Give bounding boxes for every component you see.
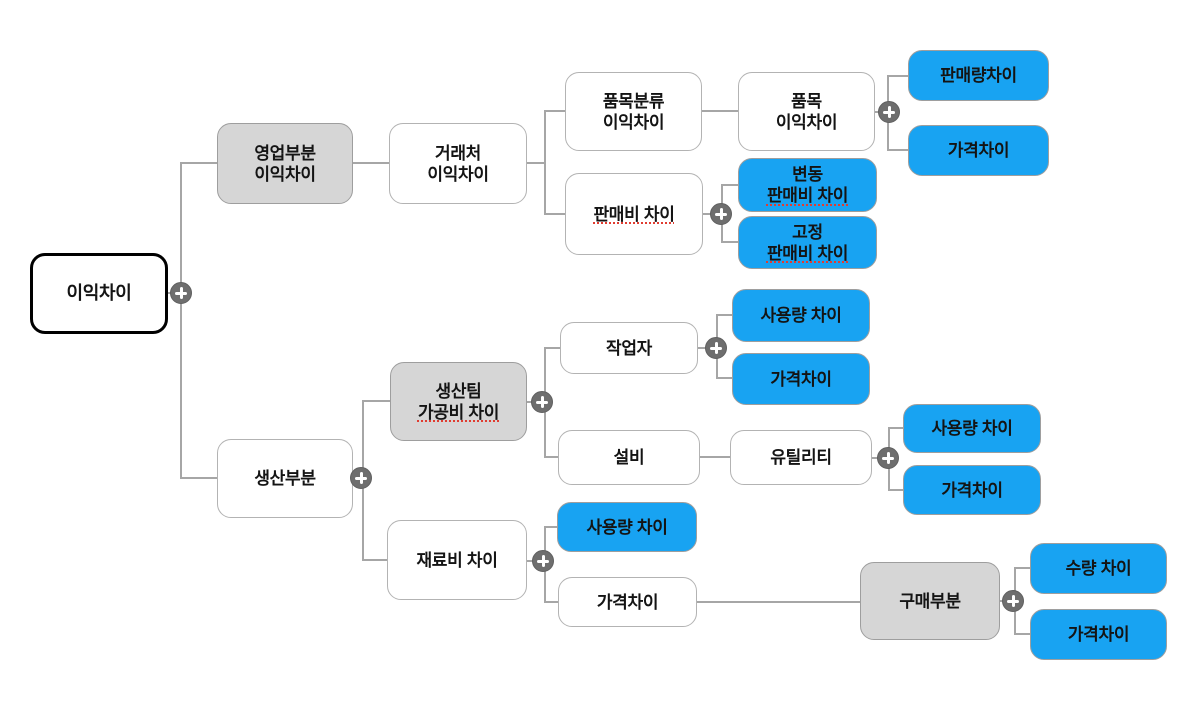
plus-toggle-utility[interactable] bbox=[877, 447, 899, 469]
node-label: 구매부분 bbox=[899, 591, 961, 611]
node-label: 가격차이 bbox=[770, 369, 832, 389]
node-price-variance-item[interactable]: 가격차이 bbox=[908, 125, 1049, 176]
node-item-profit-variance[interactable]: 품목 이익차이 bbox=[738, 72, 875, 151]
node-production-division[interactable]: 생산부분 bbox=[217, 439, 353, 518]
node-item-category-profit-variance[interactable]: 품목분류 이익차이 bbox=[565, 72, 702, 151]
plus-icon bbox=[706, 338, 726, 358]
node-sales-volume-variance[interactable]: 판매량차이 bbox=[908, 50, 1049, 101]
node-production-team-processing-cost-variance[interactable]: 생산팀 가공비 차이 bbox=[390, 362, 527, 441]
plus-icon bbox=[1003, 591, 1023, 611]
node-label: 사용량 차이 bbox=[931, 419, 1013, 438]
node-label: 판매비 차이 bbox=[593, 204, 675, 224]
node-label: 거래처 bbox=[434, 143, 482, 163]
node-purchasing-division[interactable]: 구매부분 bbox=[860, 562, 1000, 640]
node-selling-expense-variance[interactable]: 판매비 차이 bbox=[565, 173, 703, 255]
plus-toggle-production-team[interactable] bbox=[531, 391, 553, 413]
node-label: 고정 bbox=[792, 222, 823, 242]
node-label: 수량 차이 bbox=[1065, 559, 1132, 578]
node-label: 판매비 차이 bbox=[766, 186, 849, 205]
node-label: 사용량 차이 bbox=[586, 517, 668, 537]
connector-root-branch bbox=[168, 162, 217, 479]
node-equipment[interactable]: 설비 bbox=[558, 430, 700, 485]
node-label: 가격차이 bbox=[596, 592, 659, 612]
node-variable-selling-expense-variance[interactable]: 변동 판매비 차이 bbox=[738, 158, 877, 212]
node-usage-variance-worker[interactable]: 사용량 차이 bbox=[732, 289, 870, 342]
node-label: 설비 bbox=[613, 448, 645, 467]
node-label: 재료비 차이 bbox=[416, 550, 498, 570]
connector-customer-bracket bbox=[527, 110, 565, 215]
node-label: 품목 bbox=[791, 91, 822, 111]
plus-toggle-root[interactable] bbox=[170, 282, 192, 304]
plus-icon bbox=[878, 448, 898, 468]
node-label: 판매비 차이 bbox=[766, 243, 849, 263]
plus-icon bbox=[533, 551, 553, 571]
plus-toggle-purchasing[interactable] bbox=[1002, 590, 1024, 612]
plus-toggle-worker[interactable] bbox=[705, 337, 727, 359]
node-price-variance-purchasing[interactable]: 가격차이 bbox=[1030, 609, 1167, 660]
node-material-cost-variance[interactable]: 재료비 차이 bbox=[387, 520, 527, 600]
node-label: 생산팀 bbox=[435, 381, 482, 401]
plus-icon bbox=[351, 468, 371, 488]
node-label: 가공비 차이 bbox=[417, 402, 500, 422]
node-usage-variance-material[interactable]: 사용량 차이 bbox=[557, 502, 697, 552]
node-label: 영업부분 bbox=[254, 143, 316, 163]
node-label: 이익차이 bbox=[775, 112, 838, 132]
node-price-variance-worker[interactable]: 가격차이 bbox=[732, 353, 870, 405]
node-quantity-variance[interactable]: 수량 차이 bbox=[1030, 543, 1167, 594]
node-label: 생산부분 bbox=[254, 469, 316, 488]
node-customer-profit-variance[interactable]: 거래처 이익차이 bbox=[389, 123, 527, 204]
plus-toggle-selling-expense[interactable] bbox=[710, 203, 732, 225]
plus-toggle-item[interactable] bbox=[878, 101, 900, 123]
plus-icon bbox=[879, 102, 899, 122]
node-price-variance-material[interactable]: 가격차이 bbox=[558, 577, 697, 627]
plus-toggle-material[interactable] bbox=[532, 550, 554, 572]
node-price-variance-utility[interactable]: 가격차이 bbox=[903, 465, 1041, 515]
node-profit-variance[interactable]: 이익차이 bbox=[30, 253, 168, 334]
node-fixed-selling-expense-variance[interactable]: 고정 판매비 차이 bbox=[738, 216, 877, 269]
node-label: 작업자 bbox=[605, 338, 653, 358]
node-label: 판매량차이 bbox=[940, 66, 1017, 85]
plus-icon bbox=[171, 283, 191, 303]
node-label: 변동 bbox=[792, 165, 823, 184]
node-worker[interactable]: 작업자 bbox=[560, 322, 698, 374]
node-label: 이익차이 bbox=[66, 283, 132, 303]
node-label: 이익차이 bbox=[254, 164, 316, 184]
node-label: 사용량 차이 bbox=[760, 306, 842, 325]
node-label: 가격차이 bbox=[941, 480, 1003, 500]
node-label: 가격차이 bbox=[1067, 625, 1130, 644]
plus-toggle-production[interactable] bbox=[350, 467, 372, 489]
node-label: 가격차이 bbox=[947, 141, 1010, 160]
node-sales-division-profit-variance[interactable]: 영업부분 이익차이 bbox=[217, 123, 353, 204]
plus-icon bbox=[711, 204, 731, 224]
node-label: 이익차이 bbox=[427, 164, 489, 184]
node-label: 품목분류 bbox=[602, 91, 665, 111]
node-label: 이익차이 bbox=[602, 112, 665, 132]
node-label: 유틸리티 bbox=[770, 448, 832, 467]
plus-icon bbox=[532, 392, 552, 412]
node-usage-variance-utility[interactable]: 사용량 차이 bbox=[903, 404, 1041, 453]
node-utility[interactable]: 유틸리티 bbox=[730, 430, 872, 485]
